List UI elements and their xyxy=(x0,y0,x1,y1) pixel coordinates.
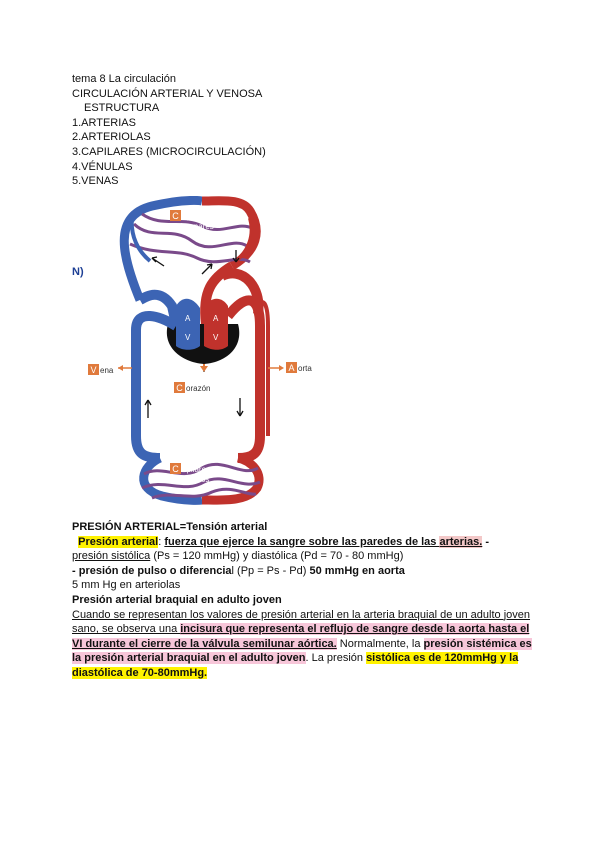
label-box xyxy=(88,364,99,375)
pulmonary-label-line2: pulmonares xyxy=(172,222,214,231)
paragraph-pulso: - presión de pulso o diferencial (Pp = P… xyxy=(72,564,405,577)
term-presion-arterial: Presión arterial xyxy=(78,535,159,548)
list-item: 3.CAPILARES (MICROCIRCULACIÓN) xyxy=(72,145,266,158)
label-box xyxy=(170,463,181,474)
systemic-label-line2: sistémicos xyxy=(172,475,209,484)
aorta-label-letter: A xyxy=(288,363,294,373)
list-item: 5.VENAS xyxy=(72,175,119,188)
pulmonary-label-letter: C xyxy=(172,211,179,221)
list-item: 1.ARTERIAS xyxy=(72,116,136,129)
heading-braquial: Presión arterial braquial en adulto jove… xyxy=(72,593,282,606)
pulmonary-label-line1: apilares xyxy=(182,212,210,221)
aorta-label: orta xyxy=(298,364,312,373)
header-lines: tema 8 La circulación CIRCULACIÓN ARTERI… xyxy=(72,72,266,189)
definition-text: fuerza que ejerce la sangre sobre las pa… xyxy=(164,535,440,548)
label-box xyxy=(170,210,181,221)
text-block: PRESIÓN ARTERIAL=Tensión arterial Presió… xyxy=(72,520,532,681)
heart: A V A V xyxy=(166,298,240,364)
corazon-label: orazón xyxy=(186,384,210,393)
label-box xyxy=(286,362,297,373)
circulation-diagram: C apilares pulmonares A V A V xyxy=(88,196,312,505)
list-item: 2.ARTERIOLAS xyxy=(72,131,151,144)
systemic-label-letter: C xyxy=(172,464,179,474)
list-item: 4.VÉNULAS xyxy=(72,160,133,173)
vena-label-letter: V xyxy=(90,365,96,375)
systemic-label-line1: apilares xyxy=(182,465,210,474)
heart-atrium-right-label: A xyxy=(213,314,219,323)
paragraph-sistolica: presión sistólica (Ps = 120 mmHg) y dias… xyxy=(72,550,404,563)
topic-title: tema 8 La circulación xyxy=(72,73,176,85)
heading-presion-arterial: PRESIÓN ARTERIAL=Tensión arterial xyxy=(72,521,268,533)
paragraph-braquial: Cuando se representan los valores de pre… xyxy=(72,608,532,679)
paragraph-definition: Presión arterial: fuerza que ejerce la s… xyxy=(78,535,490,548)
pulmonary-capillaries xyxy=(119,196,261,302)
vena-label: ena xyxy=(100,366,114,375)
cropped-text-fragment: N) xyxy=(72,266,84,278)
corazon-label-letter: C xyxy=(176,383,183,393)
term-presion-sistolica: presión sistólica xyxy=(72,550,151,563)
heart-ventricle-left-label: V xyxy=(185,333,191,342)
section-title: CIRCULACIÓN ARTERIAL Y VENOSA xyxy=(72,87,263,100)
systemic-capillaries xyxy=(139,453,264,505)
term-arterias: arterias. xyxy=(439,535,483,548)
heart-ventricle-right-label: V xyxy=(213,333,219,342)
label-box xyxy=(174,382,185,393)
heart-atrium-left-label: A xyxy=(185,314,191,323)
paragraph-arteriolas: 5 mm Hg en arteriolas xyxy=(72,579,181,592)
structure-heading: ESTRUCTURA xyxy=(84,102,160,115)
